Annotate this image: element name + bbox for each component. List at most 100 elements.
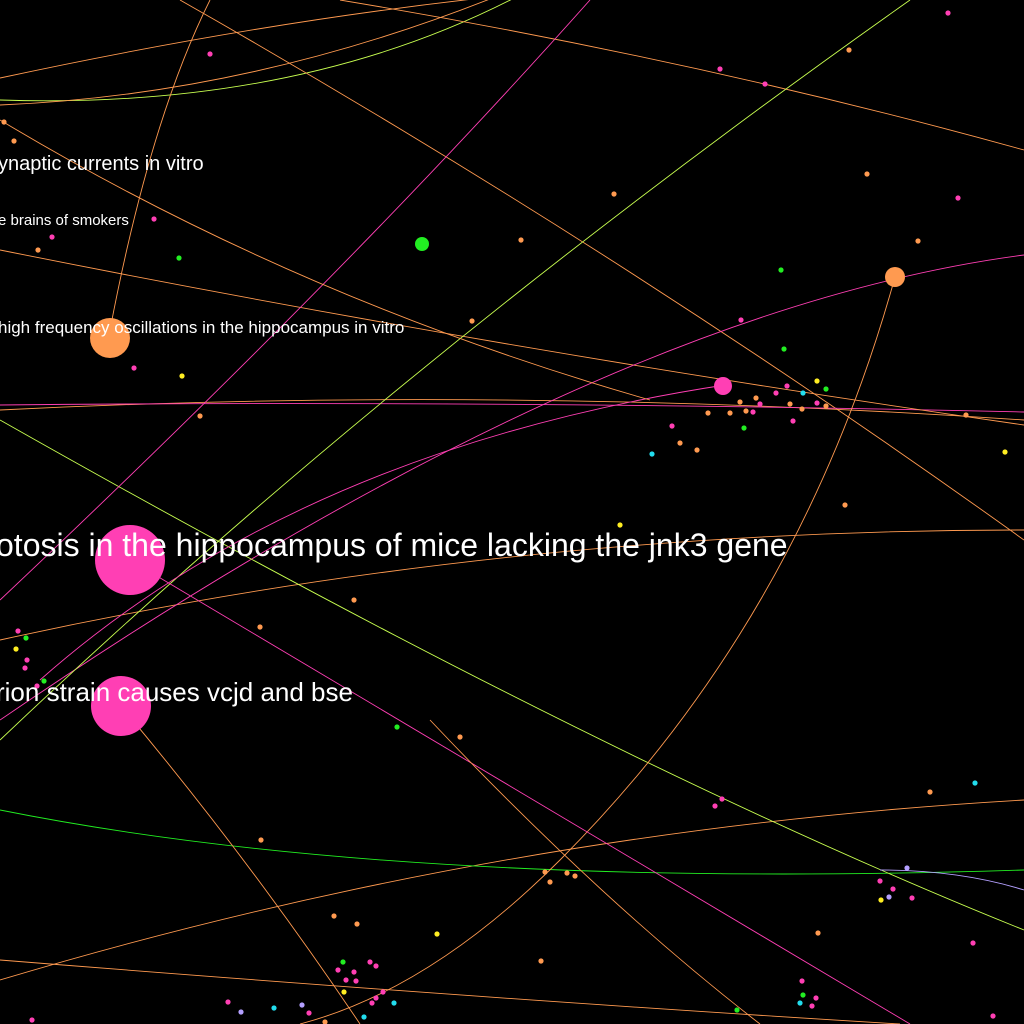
small-node bbox=[727, 410, 733, 416]
small-node bbox=[11, 138, 17, 144]
edge-line bbox=[0, 0, 911, 741]
small-node bbox=[800, 390, 806, 396]
edge-line bbox=[429, 719, 761, 1024]
edge-line bbox=[0, 799, 1024, 981]
small-node bbox=[369, 1000, 375, 1006]
small-node bbox=[878, 897, 884, 903]
edge-line bbox=[119, 704, 361, 1024]
small-node bbox=[753, 395, 759, 401]
small-node bbox=[757, 401, 763, 407]
small-node bbox=[669, 423, 675, 429]
small-node bbox=[864, 171, 870, 177]
small-node bbox=[705, 410, 711, 416]
small-node bbox=[179, 373, 185, 379]
small-node bbox=[13, 646, 19, 652]
small-node bbox=[762, 81, 768, 87]
small-node bbox=[572, 873, 578, 879]
edge-line bbox=[0, 529, 1024, 641]
small-node bbox=[257, 624, 263, 630]
small-node bbox=[29, 1017, 35, 1023]
small-node bbox=[717, 66, 723, 72]
edge-line bbox=[0, 0, 591, 601]
small-node bbox=[354, 921, 360, 927]
node-prion-strain[interactable] bbox=[91, 676, 151, 736]
small-node bbox=[391, 1000, 397, 1006]
small-node bbox=[547, 879, 553, 885]
small-node bbox=[915, 238, 921, 244]
node-layer bbox=[1, 10, 1008, 1024]
small-node bbox=[814, 378, 820, 384]
edge-line bbox=[0, 959, 901, 1024]
small-node bbox=[970, 940, 976, 946]
small-node bbox=[15, 628, 21, 634]
small-node bbox=[781, 346, 787, 352]
small-node bbox=[22, 665, 28, 671]
small-node bbox=[886, 894, 892, 900]
small-node bbox=[890, 886, 896, 892]
edge-line bbox=[129, 559, 911, 1024]
node-orange-right[interactable] bbox=[885, 267, 905, 287]
small-node bbox=[842, 502, 848, 508]
small-node bbox=[677, 440, 683, 446]
small-node bbox=[823, 386, 829, 392]
small-node bbox=[151, 216, 157, 222]
small-node bbox=[809, 1003, 815, 1009]
small-node bbox=[353, 978, 359, 984]
small-node bbox=[990, 1013, 996, 1019]
small-node bbox=[351, 597, 357, 603]
edge-line bbox=[0, 809, 1024, 875]
small-node bbox=[617, 522, 623, 528]
small-node bbox=[335, 967, 341, 973]
small-node bbox=[457, 734, 463, 740]
node-label-prion-strain[interactable]: rion strain causes vcjd and bse bbox=[0, 677, 353, 707]
small-node bbox=[225, 999, 231, 1005]
small-node bbox=[341, 989, 347, 995]
small-node bbox=[434, 931, 440, 937]
node-label-synaptic-currents[interactable]: ynaptic currents in vitro bbox=[0, 153, 204, 175]
node-label-brains-of-smokers[interactable]: e brains of smokers bbox=[0, 212, 129, 229]
small-node bbox=[927, 789, 933, 795]
small-node bbox=[373, 963, 379, 969]
small-node bbox=[741, 425, 747, 431]
small-node bbox=[799, 406, 805, 412]
small-node bbox=[306, 1010, 312, 1016]
node-hippocampus-oscillations[interactable] bbox=[90, 318, 130, 358]
small-node bbox=[542, 869, 548, 875]
small-node bbox=[904, 865, 910, 871]
small-node bbox=[800, 992, 806, 998]
small-node bbox=[814, 400, 820, 406]
small-node bbox=[361, 1014, 367, 1020]
small-node bbox=[35, 247, 41, 253]
node-label-jnk3-apoptosis[interactable]: otosis in the hippocampus of mice lackin… bbox=[0, 527, 788, 563]
small-node bbox=[131, 365, 137, 371]
small-node bbox=[694, 447, 700, 453]
small-node bbox=[271, 1005, 277, 1011]
node-pink-cluster[interactable] bbox=[714, 377, 732, 395]
small-node bbox=[738, 317, 744, 323]
small-node bbox=[351, 969, 357, 975]
small-node bbox=[649, 451, 655, 457]
small-node bbox=[340, 959, 346, 965]
edge-line bbox=[299, 276, 896, 1024]
small-node bbox=[373, 995, 379, 1001]
small-node bbox=[719, 796, 725, 802]
node-label-hippocampus-oscillations[interactable]: high frequency oscillations in the hippo… bbox=[0, 318, 404, 337]
small-node bbox=[34, 683, 40, 689]
node-green-center[interactable] bbox=[415, 237, 429, 251]
small-node bbox=[797, 1000, 803, 1006]
small-node bbox=[1, 119, 7, 125]
small-node bbox=[734, 1007, 740, 1013]
edge-line bbox=[0, 249, 1024, 426]
label-layer: ynaptic currents in vitro e brains of sm… bbox=[0, 153, 788, 707]
small-node bbox=[972, 780, 978, 786]
small-node bbox=[380, 989, 386, 995]
small-node bbox=[963, 412, 969, 418]
small-node bbox=[945, 10, 951, 16]
small-node bbox=[331, 913, 337, 919]
edge-line bbox=[879, 869, 1024, 891]
small-node bbox=[773, 390, 779, 396]
edge-line bbox=[0, 0, 469, 79]
node-jnk3-apoptosis[interactable] bbox=[95, 525, 165, 595]
edge-line bbox=[0, 0, 512, 102]
